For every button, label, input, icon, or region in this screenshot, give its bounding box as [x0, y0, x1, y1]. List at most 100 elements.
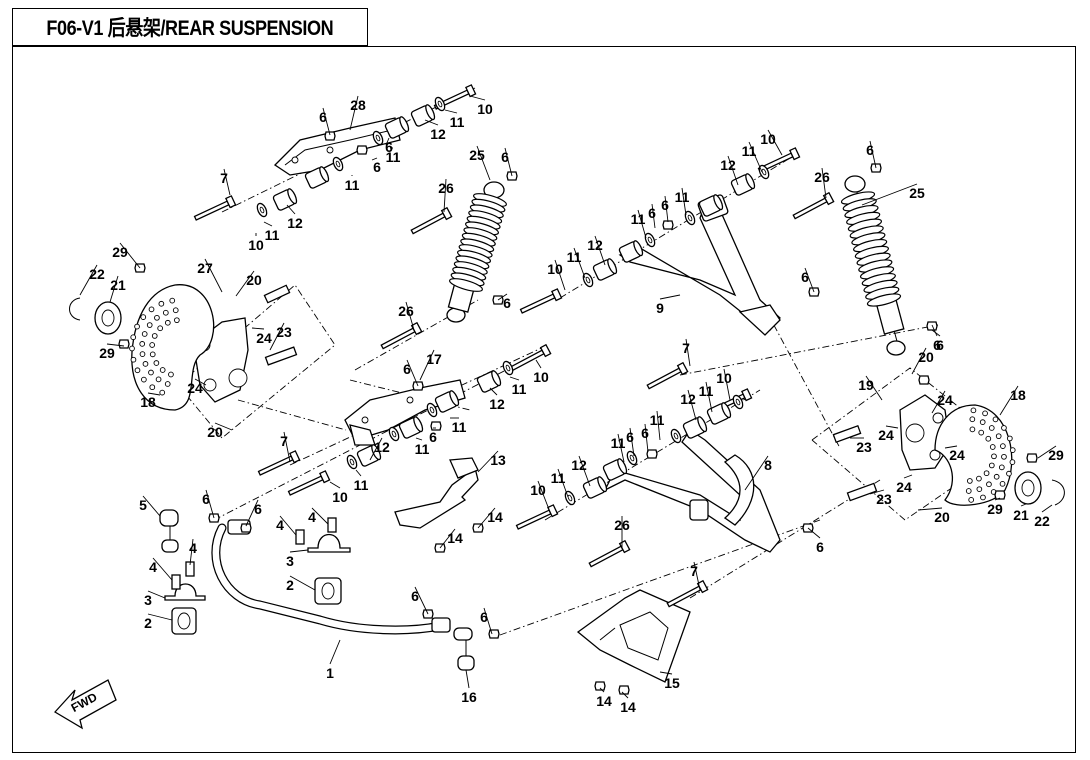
nut — [646, 449, 658, 459]
callout-25: 25 — [469, 147, 485, 163]
callout-18: 18 — [1010, 387, 1026, 403]
leader-line — [994, 497, 1001, 501]
leader-line — [629, 427, 635, 457]
leader-line — [1020, 503, 1027, 507]
washer — [332, 156, 344, 172]
callout-11: 11 — [650, 412, 665, 428]
callout-11: 11 — [354, 477, 369, 493]
bushing — [602, 458, 628, 481]
leader-line — [223, 168, 231, 196]
leader-line — [917, 507, 943, 511]
leader-line — [573, 247, 586, 279]
leader-line — [944, 445, 958, 449]
callout-1: 1 — [326, 665, 334, 681]
leader-line — [489, 387, 498, 396]
callout-4: 4 — [276, 517, 284, 533]
shock-left — [446, 181, 508, 323]
brake-disc-right — [934, 404, 1016, 506]
lower-left-arm — [344, 379, 466, 446]
leader-line — [869, 140, 877, 169]
leader-line — [644, 423, 649, 453]
callout-11: 11 — [512, 381, 527, 397]
callout-26: 26 — [614, 517, 630, 533]
leader-line — [424, 119, 439, 126]
callout-4: 4 — [308, 509, 316, 525]
leader-line — [443, 178, 447, 213]
callout-11: 11 — [631, 211, 646, 227]
fwd-arrow: FWD — [53, 679, 117, 730]
leader-line — [637, 209, 647, 239]
callout-6: 6 — [373, 159, 381, 175]
callout-26: 26 — [814, 169, 830, 185]
washer — [758, 164, 770, 180]
callout-12: 12 — [720, 157, 736, 173]
leader-line — [723, 368, 731, 401]
leader-line — [204, 258, 223, 293]
callout-6: 6 — [429, 429, 437, 445]
title-box: F06-V1 后悬架/REAR SUSPENSION — [12, 8, 368, 46]
washer — [502, 360, 514, 376]
nut — [1026, 453, 1038, 463]
skid-plate-left — [394, 457, 479, 529]
callout-6: 6 — [866, 142, 874, 158]
leader-line — [349, 95, 359, 131]
leader-line — [79, 264, 98, 296]
leader-line — [931, 324, 938, 337]
callout-6: 6 — [411, 588, 419, 604]
leader-line — [444, 109, 458, 114]
callout-10: 10 — [477, 101, 493, 117]
leader-line — [693, 561, 701, 591]
bolt — [666, 579, 709, 608]
callout-3: 3 — [286, 553, 294, 569]
leader-line — [152, 557, 173, 581]
callout-7: 7 — [280, 433, 288, 449]
callout-9: 9 — [656, 300, 664, 316]
washer — [426, 402, 438, 418]
callout-6: 6 — [385, 139, 393, 155]
callout-15: 15 — [664, 675, 680, 691]
callout-29: 29 — [1048, 447, 1064, 463]
washer — [388, 426, 400, 442]
callout-6: 6 — [933, 337, 941, 353]
bushing — [592, 258, 618, 281]
leader-line — [656, 410, 661, 441]
bushing — [398, 416, 424, 439]
bolt — [515, 504, 559, 530]
assembly-line — [559, 154, 796, 299]
nut — [240, 523, 252, 533]
washer — [732, 394, 744, 410]
callout-6: 6 — [501, 149, 509, 165]
leader-line — [477, 507, 496, 529]
callout-12: 12 — [287, 215, 303, 231]
leader-line — [279, 515, 297, 536]
hub-bearings — [69, 297, 1065, 506]
leader-line — [289, 575, 316, 591]
leader-line — [465, 669, 470, 689]
stabilizer-links — [159, 509, 475, 671]
nut — [118, 339, 130, 349]
leader-line — [727, 155, 739, 186]
callout-6: 6 — [503, 295, 511, 311]
leader-line — [369, 437, 383, 461]
callout-10: 10 — [533, 369, 549, 385]
callout-14: 14 — [620, 699, 636, 715]
leader-line — [767, 129, 783, 156]
callout-29: 29 — [112, 244, 128, 260]
leader-line — [504, 147, 513, 177]
leader-line — [283, 431, 291, 463]
bushing — [730, 173, 756, 196]
assembly-line — [237, 399, 347, 431]
leader-line — [235, 270, 255, 297]
callout-27: 27 — [197, 260, 213, 276]
lower-right-a-arm — [603, 429, 781, 553]
washer — [670, 428, 682, 444]
callout-12: 12 — [430, 126, 446, 142]
leader-line — [311, 507, 329, 525]
callout-22: 22 — [89, 266, 105, 282]
callout-24: 24 — [187, 380, 203, 396]
leader-line — [537, 480, 551, 513]
nut — [356, 145, 368, 155]
callout-21: 21 — [110, 277, 126, 293]
bolt — [519, 288, 563, 314]
bolt — [287, 470, 331, 496]
